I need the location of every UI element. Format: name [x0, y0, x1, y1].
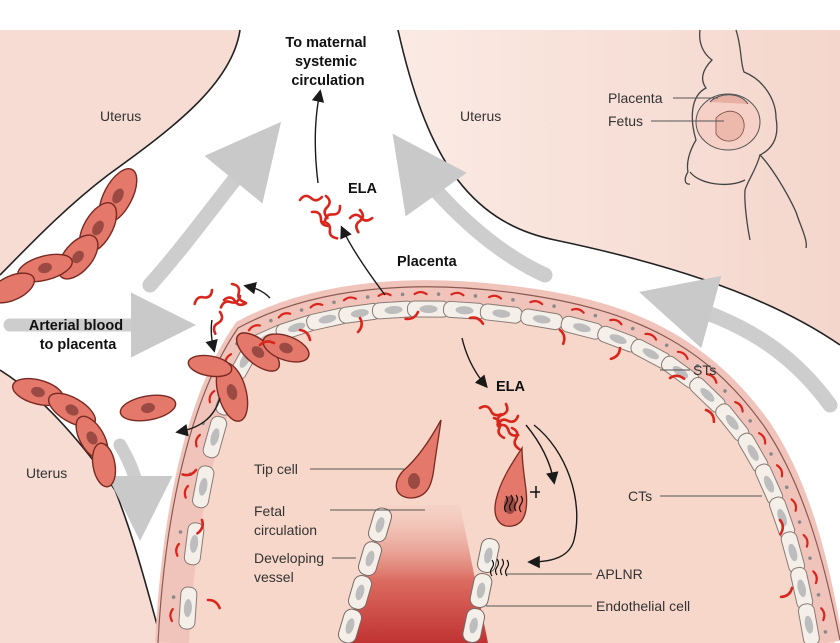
tip-cell-label: Tip cell: [254, 461, 298, 477]
developing-vessel-line-2: vessel: [254, 569, 294, 585]
arterial-blood-line-1: Arterial blood: [29, 318, 123, 334]
ela-label-center: ELA: [496, 379, 526, 395]
ela-label-top: ELA: [348, 181, 378, 197]
uterus-label-bottom-left: Uterus: [26, 465, 67, 481]
inset-uterus: [696, 94, 760, 150]
arterial-blood-line-2: to placenta: [40, 337, 117, 353]
arterial-blood-label: Arterial blood to placenta: [29, 318, 127, 353]
sts-label: STs: [693, 362, 716, 378]
placenta-label: Placenta: [397, 254, 458, 270]
ela-peptide: [193, 290, 214, 305]
endothelial-cell-label: Endothelial cell: [596, 598, 690, 614]
tip-cell-left-nucleus: [408, 473, 420, 489]
developing-vessel-line-1: Developing: [254, 550, 324, 566]
to-maternal-label: To maternal systemic circulation: [285, 35, 370, 89]
uterus-label-top-right: Uterus: [460, 108, 501, 124]
to-maternal-line-1: To maternal: [285, 35, 366, 51]
fetal-circulation-line-2: circulation: [254, 522, 317, 538]
aplnr-label: APLNR: [596, 566, 643, 582]
inset-placenta-label: Placenta: [608, 90, 663, 106]
uterus-label-top-left: Uterus: [100, 108, 141, 124]
ela-peptide: [355, 210, 364, 232]
ela-peptide: [212, 312, 224, 334]
inset-fetus-label: Fetus: [608, 113, 643, 129]
ela-peptide: [300, 196, 322, 200]
to-maternal-line-3: circulation: [291, 73, 364, 89]
ela-peptide: [322, 220, 338, 241]
cts-label: CTs: [628, 488, 652, 504]
to-maternal-line-2: systemic: [295, 54, 357, 70]
fetal-circulation-line-1: Fetal: [254, 503, 285, 519]
